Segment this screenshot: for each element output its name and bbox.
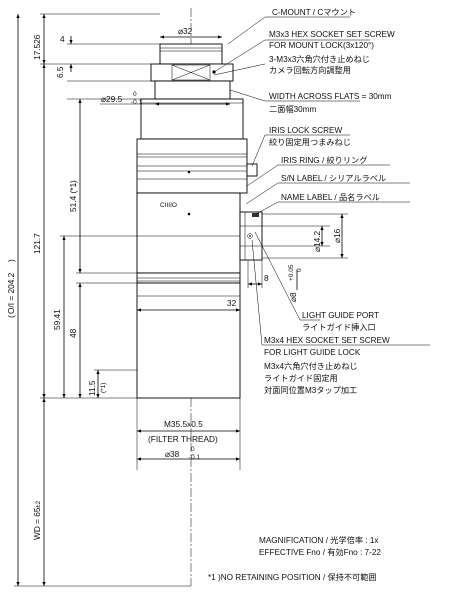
svg-text:+0.05: +0.05 (288, 264, 295, 281)
vertical-dimensions: 17.526 4 6.5 51.4 (*1) 121.7 59.41 48 11… (6, 13, 240, 587)
dim-d32: ⌀32 (178, 26, 193, 36)
spec-effective-fno: EFFECTIVE Fno / 有効Fno : 7-22 (259, 547, 381, 557)
callout-lg-lock-jp-2: ライトガイド固定用 (264, 373, 338, 383)
callout-lg-port-1: LIGHT GUIDE PORT (302, 311, 379, 320)
dim-4: 4 (60, 34, 65, 44)
iris-index-dot (187, 170, 191, 174)
callout-mount-lock-2: FOR MOUNT LOCK(3x120°) (269, 41, 374, 50)
callout-sn-label: S/N LABEL / シリアルラベル (281, 174, 386, 183)
brand-logo: CIIIIO (160, 202, 177, 209)
callout-lg-lock-1: M3x4 HEX SOCKET SET SCREW (264, 336, 390, 345)
dim-d29-5: ⌀29.5 (101, 94, 123, 104)
dim-d14-2: ⌀14.2 (312, 230, 322, 252)
dim-59-41: 59.41 (52, 309, 62, 330)
dim-121-7: 121.7 (32, 233, 42, 254)
lower-barrel (136, 192, 241, 274)
upper-barrel (140, 98, 244, 140)
light-guide-lock-screw-icon (247, 233, 253, 239)
callout-lg-port-2: ライトガイド挿入口 (302, 322, 376, 332)
dim-d16: ⌀16 (332, 228, 342, 243)
dim-17-526: 17.526 (32, 34, 42, 60)
callout-lg-lock-2: FOR LIGHT GUIDE LOCK (264, 348, 361, 357)
dim-wd: WD = 65 (32, 507, 42, 540)
dim-wd-tol: ±2 (35, 500, 42, 508)
svg-text:0: 0 (191, 446, 195, 453)
callout-iris-lock-1: IRIS LOCK SCREW (269, 126, 343, 135)
svg-text:0: 0 (133, 91, 137, 98)
dim-d8: ⌀8 (288, 292, 298, 302)
callout-iris-ring: IRIS RING / 絞りリング (281, 155, 367, 165)
dim-h8: 8 (264, 273, 269, 283)
lens-neck (154, 80, 231, 100)
iris-lock-screw (246, 163, 258, 177)
dim-51-4: 51.4 (*1) (68, 180, 78, 212)
callout-iris-lock-2: 絞り固定用つまみねじ (269, 137, 351, 147)
name-label (252, 213, 259, 217)
dim-6-5: 6.5 (55, 66, 65, 78)
svg-text:-0.1: -0.1 (131, 99, 143, 106)
leader-lines (213, 16, 430, 346)
spec-magnification: MAGNIFICATION / 光学倍率 : 1x (259, 535, 378, 545)
callout-lg-lock-jp-1: M3x4六角穴付き止めねじ (264, 361, 358, 371)
dim-11-5: 11.5 (87, 380, 97, 396)
callout-c-mount: C-MOUNT / Cマウント (272, 8, 356, 17)
callouts: C-MOUNT / Cマウント M3x3 HEX SOCKET SET SCRE… (264, 8, 395, 395)
dim-11-5-note: (*1) (100, 383, 107, 393)
spec-notes: MAGNIFICATION / 光学倍率 : 1x EFFECTIVE Fno … (208, 535, 381, 582)
c-mount-section (159, 43, 223, 65)
dim-filter-thread: M35.5x0.5 (164, 419, 203, 429)
footnote: *1 )NO RETAINING POSITION / 保持不可範囲 (208, 572, 377, 582)
callout-name-label: NAME LABEL / 品名ラベル (281, 192, 380, 202)
svg-text:-0.1: -0.1 (189, 454, 201, 461)
dim-48: 48 (68, 328, 78, 338)
callout-mount-lock-jp-2: カメラ回転方向調整用 (269, 65, 351, 75)
horizontal-dimensions: ⌀32 ⌀29.5 0 -0.1 32 8 M35.5x0.5 (FILTER … (100, 26, 348, 470)
callout-lg-lock-jp-3: 対面同位置M3タップ加工 (264, 385, 357, 395)
dim-oi: O/I = 204.2 (6, 272, 16, 314)
callout-mount-lock-1: M3x3 HEX SOCKET SET SCREW (269, 30, 395, 39)
filter-thread-label: (FILTER THREAD) (148, 434, 218, 444)
svg-text:(: ( (6, 315, 16, 318)
mount-ring (150, 63, 234, 82)
svg-text:): ) (6, 259, 16, 262)
callout-flats-2: 二面幅30mm (269, 104, 316, 114)
callout-mount-lock-jp-1: 3-M3x3六角穴付き止めねじ (269, 54, 370, 64)
lens-body: CIIIIO (136, 43, 263, 399)
callout-flats-1: WIDTH ACROSS FLATS = 30mm (269, 92, 392, 101)
svg-text:0: 0 (296, 268, 303, 272)
bottom-barrel (136, 282, 241, 399)
dim-d38: ⌀38 (165, 449, 180, 459)
light-guide-port (239, 211, 263, 261)
dim-h32: 32 (227, 298, 237, 308)
